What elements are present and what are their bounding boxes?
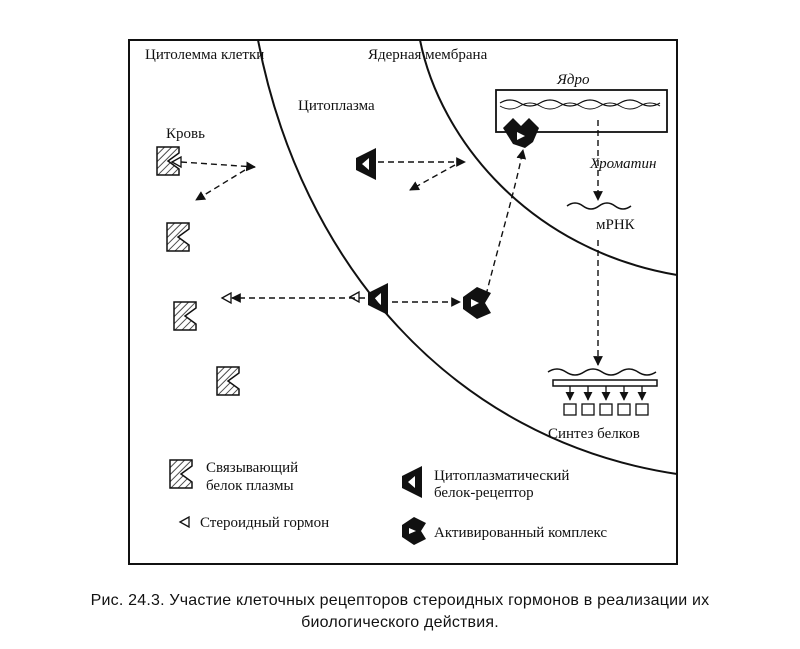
diagram-frame <box>128 39 678 565</box>
cytoplasmic-receptor-1 <box>356 148 376 180</box>
protein-synthesis-apparatus <box>547 368 658 416</box>
label-nucleus: Ядро <box>556 72 590 88</box>
figure-caption: Рис. 24.3. Участие клеточных рецепторов … <box>0 590 800 634</box>
label-cytoplasm: Цитоплазма <box>298 98 375 114</box>
legend-binding-l2: белок плазмы <box>206 478 294 494</box>
legend-hormone-icon <box>179 516 190 528</box>
label-protein-synthesis: Синтез белков <box>548 426 640 442</box>
label-mrna: мРНК <box>596 217 636 233</box>
caption-line-1: Рис. 24.3. Участие клеточных рецепторов … <box>90 592 710 609</box>
label-chromatin: Хроматин <box>589 156 656 172</box>
chromatin-wave-2 <box>499 102 661 110</box>
legend-binding-l1: Связывающий <box>206 460 298 476</box>
legend-complex-text: Активированный комплекс <box>434 525 607 541</box>
hormone-near-receptor <box>349 291 360 303</box>
dashed-arrows <box>180 120 603 366</box>
label-blood: Кровь <box>166 126 205 142</box>
cell-membrane-arc <box>257 39 678 475</box>
mrna-wave <box>566 202 632 210</box>
legend-receptor-l1: Цитоплазматический <box>434 468 569 484</box>
binding-protein-4 <box>216 366 240 396</box>
activated-complex-nucleus <box>503 118 539 148</box>
chromatin-wave <box>499 99 661 107</box>
legend-binding-icon <box>169 459 193 489</box>
legend-complex-icon <box>402 517 426 545</box>
nuclear-membrane-arc <box>419 39 678 276</box>
activated-complex-cytoplasm <box>463 287 491 319</box>
label-nuclear-membrane: Ядерная мембрана <box>368 47 488 63</box>
caption-line-2: биологического действия. <box>301 614 499 631</box>
cytoplasmic-receptor-2 <box>368 283 388 315</box>
binding-protein-2 <box>166 222 190 252</box>
label-cytolemma: Цитолемма клетки <box>145 47 264 63</box>
binding-protein-3 <box>173 301 197 331</box>
legend-receptor-l2: белок-рецептор <box>434 485 534 501</box>
legend-hormone-text: Стероидный гормон <box>200 515 329 531</box>
legend-receptor-icon <box>402 466 422 498</box>
free-hormone <box>221 292 232 304</box>
